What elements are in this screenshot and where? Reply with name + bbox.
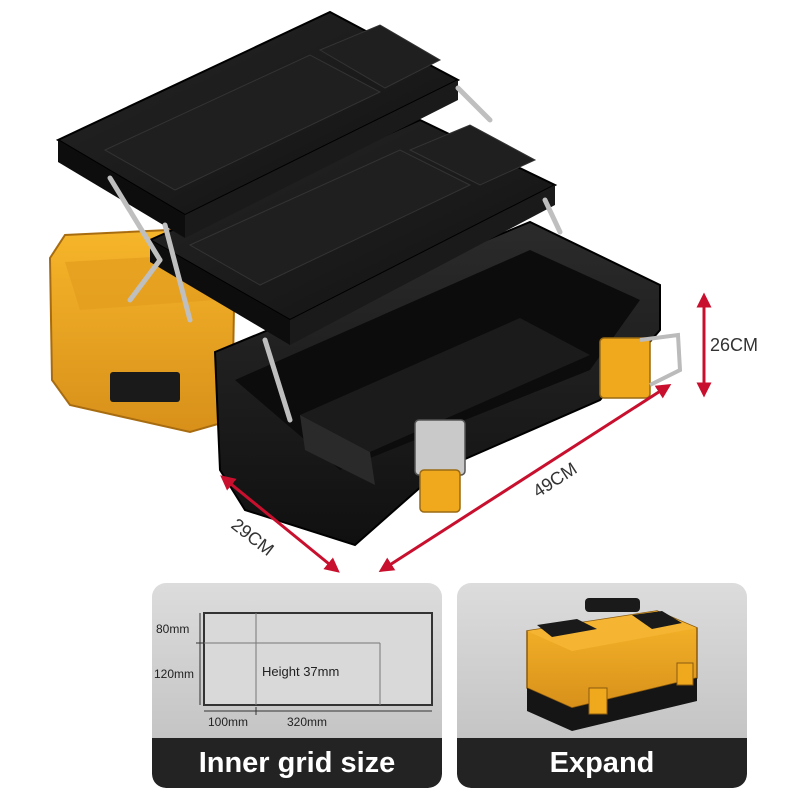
- row-top-label: 80mm: [156, 622, 189, 636]
- lower-tray: [147, 118, 558, 345]
- height-label: 26CM: [710, 335, 758, 355]
- width-label: 29CM: [228, 514, 278, 559]
- col-left-label: 100mm: [208, 715, 248, 729]
- row-bottom-label: 120mm: [154, 667, 194, 681]
- side-latch: [599, 337, 651, 399]
- inner-grid-diagram: 80mm 120mm 100mm 320mm Height 37mm: [154, 612, 433, 729]
- upper-tray: [55, 10, 461, 238]
- front-latch: [414, 419, 466, 476]
- width-arrow: [220, 475, 340, 573]
- inner-grid-size-label: Inner grid size: [152, 738, 442, 788]
- compartment-height-label: Height 37mm: [262, 664, 339, 679]
- length-label: 49CM: [529, 458, 580, 501]
- length-arrow: [378, 383, 672, 573]
- col-right-label: 320mm: [287, 715, 327, 729]
- expand-panel: Expand: [457, 583, 747, 788]
- inner-grid-panel: 80mm 120mm 100mm 320mm Height 37mm Inner…: [152, 583, 442, 788]
- closed-toolbox-image: [526, 598, 698, 731]
- support-arms: [107, 85, 563, 423]
- expand-label: Expand: [457, 738, 747, 788]
